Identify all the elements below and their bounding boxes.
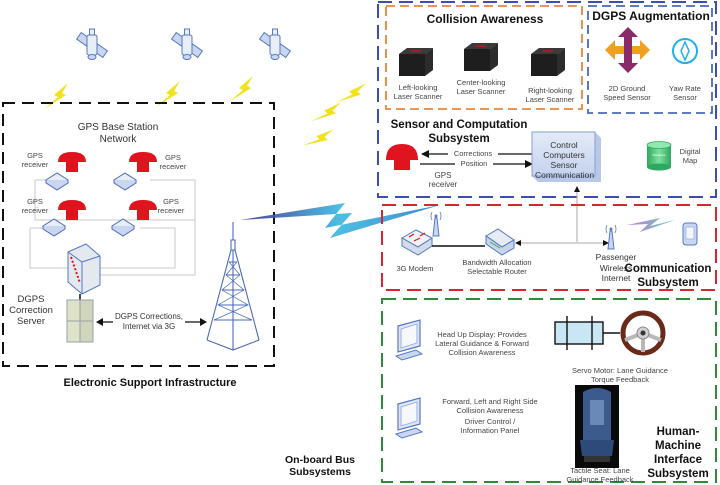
digital-map-label: Digital Map [679,147,701,165]
satellite-icon [259,28,291,60]
base-station-network-title: GPS Base Station Network [77,122,159,145]
panel-label-collision: Forward, Left and Right Side Collision A… [442,397,538,415]
gps-receiver-icon [386,144,418,170]
seat-label: Tactile Seat: Lane Guidance Feedback [566,466,634,484]
dgps-link-label: DGPS Corrections, Internet via 3G [113,312,185,332]
yaw-rate-sensor-icon [672,38,698,64]
modem-icon [400,229,434,256]
database-label: Database [652,153,666,157]
collision-awareness-title: Collision Awareness [426,12,544,26]
infrastructure-border [2,102,275,367]
yaw-rate-sensor-label: Yaw Rate Sensor [669,84,701,102]
driver-panel-icon [395,397,423,439]
onboard-title: On-board Bus Subsystems [285,454,355,478]
correction-server-label: DGPS Correction Server [9,294,53,327]
ground-speed-sensor-label: 2D Ground Speed Sensor [603,84,651,102]
communication-title: Communication Subsystem [624,263,712,289]
control-computer-box [531,131,601,182]
scanner-label-center: Center-looking Laser Scanner [456,78,506,96]
dgps-augmentation-title: DGPS Augmentation [592,9,710,23]
lightning-icon [302,121,334,154]
tactile-seat-icon [575,385,619,468]
network-switch-icon [67,243,101,295]
laser-scanner-icon [464,43,498,71]
satellite-icon [171,28,203,60]
router-label: Bandwidth Allocation Selectable Router [462,258,532,276]
database-icon [646,141,672,171]
corrections-label: Corrections [448,149,498,158]
dgps-augmentation-border [587,5,713,114]
onboard-border [377,1,717,198]
hmi-border [381,298,717,483]
gps-receiver-icon [113,152,157,191]
gps-receiver-icon [111,200,157,237]
position-label: Position [455,159,493,168]
ground-speed-sensor-icon [605,27,650,73]
gps-receiver-icon [45,152,86,191]
modem-label: 3G Modem [396,264,434,273]
hmi-title: Human-Machine Interface Subsystem [647,426,709,480]
laser-scanner-icon [531,48,565,76]
sensor-gps-receiver-label: GPS receiver [428,171,458,189]
passenger-wireless-label: Passenger Wireless Internet [595,252,637,283]
sensor-computation-title: Sensor and Computation Subsystem [390,119,528,145]
cell-tower-icon [206,222,260,351]
gps-receiver-label: GPS receiver [159,153,187,171]
satellite-icon [76,28,108,60]
servo-motor-icon [554,316,620,350]
wireless-link-3g [240,203,440,238]
infrastructure-title: Electronic Support Infrastructure [63,377,237,389]
lightning-icon [44,83,68,109]
panel-label-driver: Driver Control / Information Panel [460,417,520,435]
antenna-icon [605,224,617,250]
gps-receiver-label: GPS receiver [21,151,49,169]
server-icon [66,299,94,343]
gps-receiver-label: GPS receiver [21,197,49,215]
lightning-icon [335,77,366,109]
head-up-display-icon [395,319,423,361]
scanner-label-left: Left-looking Laser Scanner [393,83,443,101]
hud-label: Head Up Display: Provides Lateral Guidan… [435,330,529,357]
router-icon [485,228,515,256]
collision-awareness-border [385,5,583,110]
laser-scanner-icon [399,48,433,76]
lightning-icon [229,76,253,102]
antenna-icon [430,211,442,237]
steering-wheel-icon [620,310,666,356]
servo-label: Servo Motor: Lane Guidance Torque Feedba… [572,366,668,384]
control-computer-label: Control Computers Sensor Communication [535,140,595,180]
scanner-label-right: Right-looking Laser Scanner [525,86,575,104]
gps-receiver-label: GPS receiver [157,197,185,215]
wireless-link-passenger [627,218,675,232]
mobile-device-icon [682,222,698,246]
lightning-icon [310,96,341,128]
